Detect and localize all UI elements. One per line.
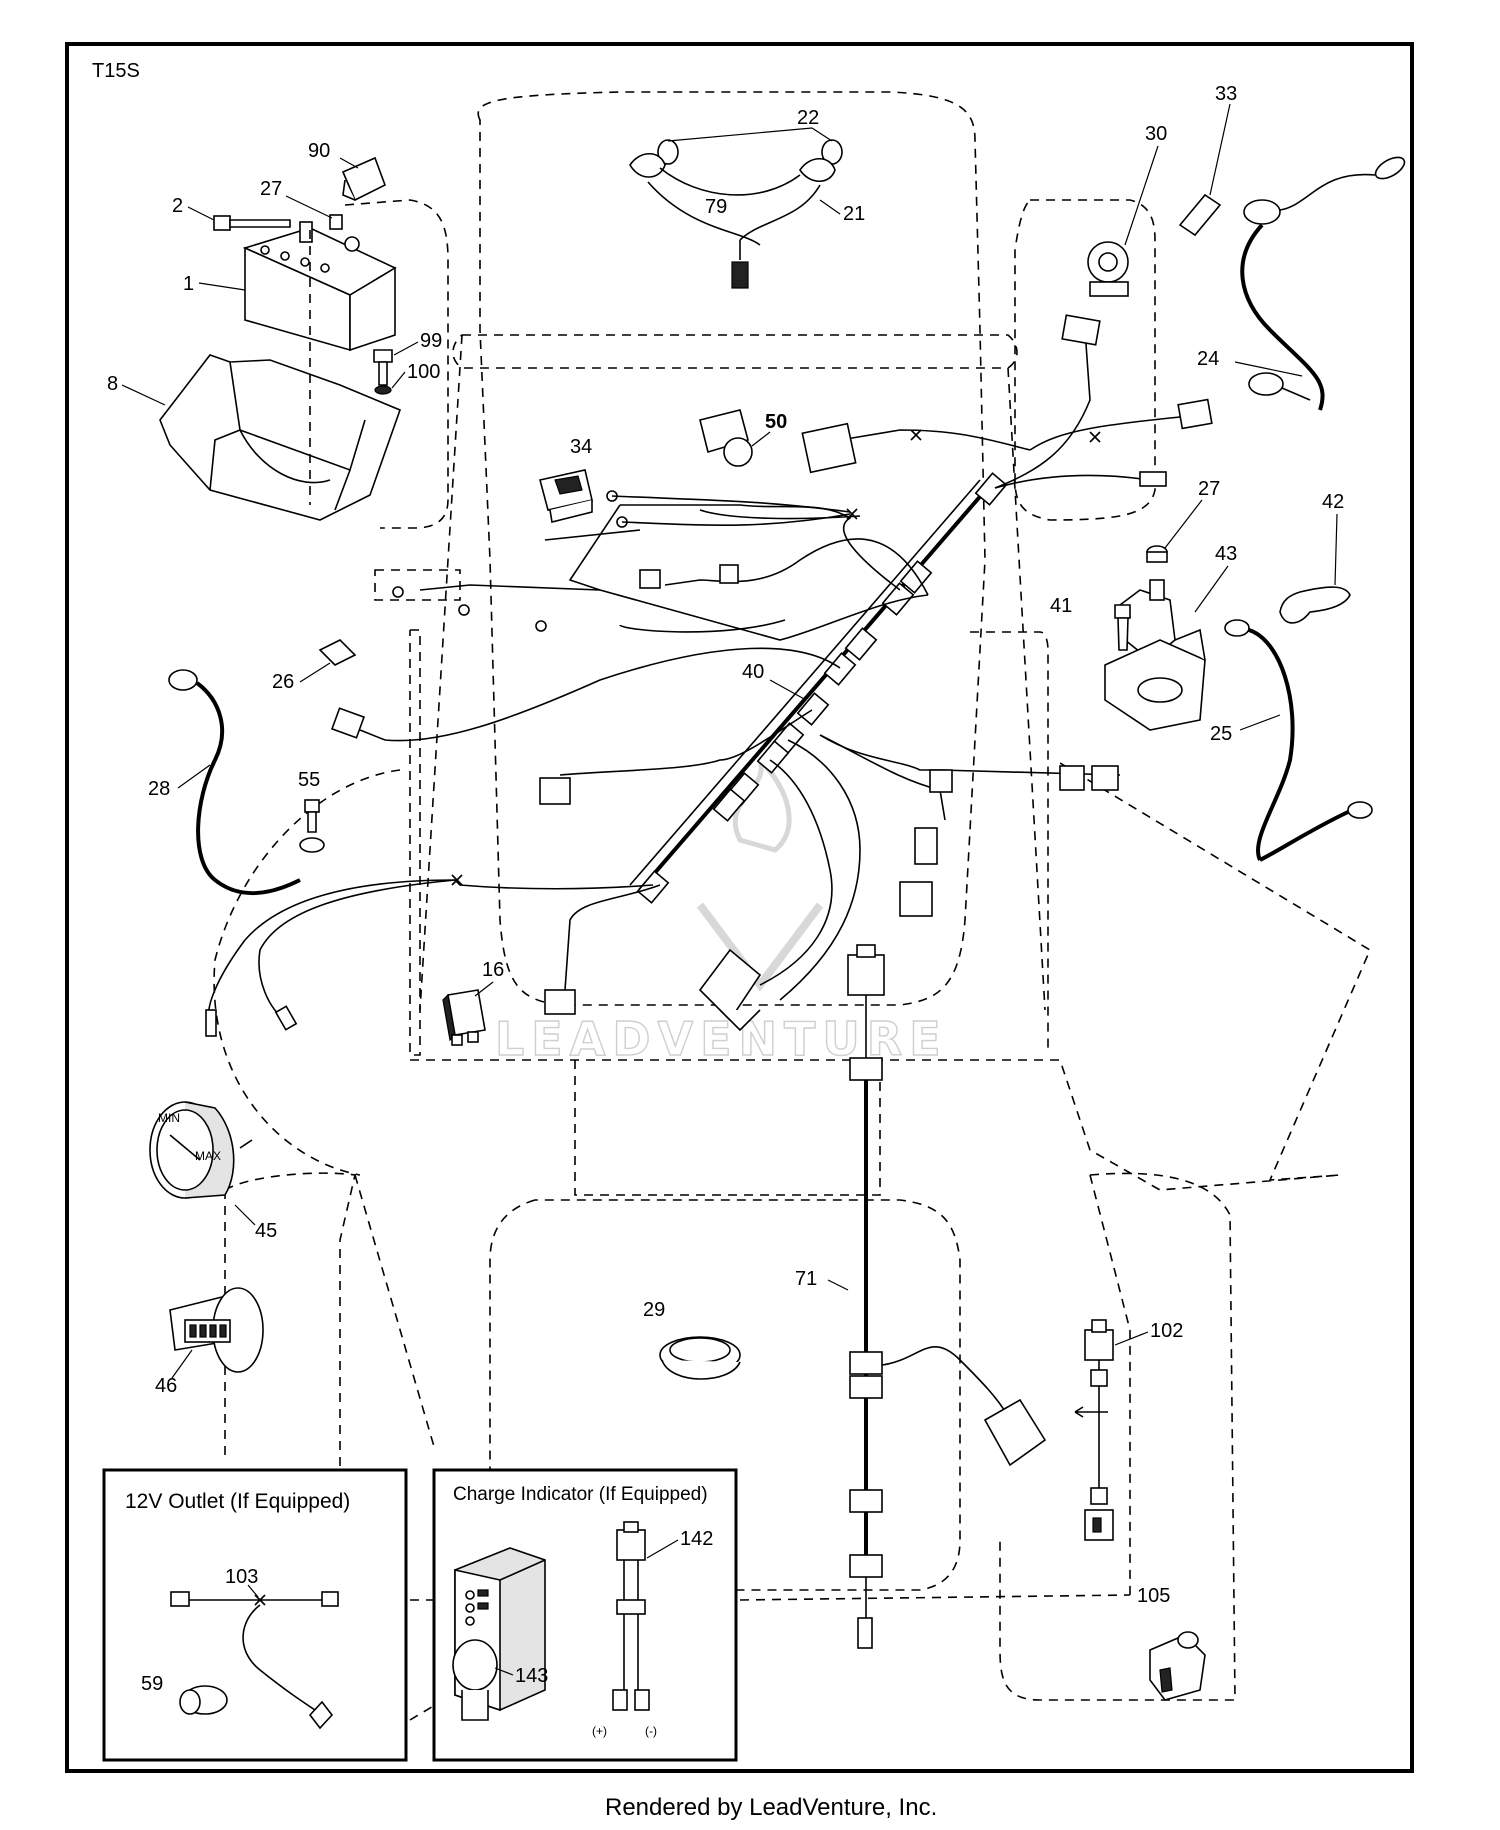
callout-27a: 27 [260, 178, 282, 200]
callout-29: 29 [643, 1299, 665, 1321]
inset-12v-outlet: 12V Outlet (If Equipped) 103 59 [102, 1468, 408, 1762]
inset-outlet-title: 12V Outlet (If Equipped) [125, 1490, 350, 1513]
callout-8: 8 [107, 373, 118, 395]
footer-credit: Rendered by LeadVenture, Inc. [605, 1794, 937, 1821]
callout-55: 55 [298, 769, 320, 791]
callout-100: 100 [407, 361, 440, 383]
charge-plus-label: (+) [592, 1724, 607, 1738]
svg-text:MIN: MIN [158, 1111, 180, 1125]
gauges: MIN MAX 45 46 [149, 1101, 277, 1397]
callout-90: 90 [308, 140, 330, 162]
callout-24: 24 [1197, 348, 1219, 370]
switches-34-50: 34 50 [539, 409, 851, 526]
main-harness-40 [205, 314, 1213, 1037]
inset-charge-title: Charge Indicator (If Equipped) [453, 1484, 708, 1505]
callout-142: 142 [680, 1528, 713, 1550]
inset-charge-indicator: Charge Indicator (If Equipped) 143 142 (… [432, 1468, 738, 1762]
callout-25: 25 [1210, 723, 1232, 745]
harness-71: 71 [795, 944, 1047, 1649]
callout-27b: 27 [1198, 478, 1220, 500]
callout-50: 50 [765, 411, 787, 433]
callout-33: 33 [1215, 83, 1237, 105]
charge-minus-label: (-) [645, 1724, 657, 1738]
diagram-frame [65, 42, 1414, 1773]
callout-79: 79 [705, 196, 727, 218]
callout-102: 102 [1150, 1320, 1183, 1342]
ignition-switch: 30 33 [1087, 83, 1237, 297]
callout-28: 28 [148, 778, 170, 800]
callout-30: 30 [1145, 123, 1167, 145]
grommet-29: 29 [643, 1299, 741, 1380]
callout-105: 105 [1137, 1585, 1170, 1607]
callout-45: 45 [255, 1220, 277, 1242]
callout-26: 26 [272, 671, 294, 693]
callout-99: 99 [420, 330, 442, 352]
callout-2: 2 [172, 195, 183, 217]
solenoid-group: 27 41 43 42 25 [1050, 478, 1373, 862]
module-105: 105 [1137, 1585, 1206, 1701]
relay-16: 16 [442, 959, 504, 1046]
callout-21: 21 [843, 203, 865, 225]
callout-43: 43 [1215, 543, 1237, 565]
harness-sleeves [636, 472, 1008, 904]
ground-cable-28: 26 28 55 [148, 639, 357, 896]
svg-text:MAX: MAX [195, 1149, 221, 1163]
battery-cable-24: 24 [1197, 156, 1406, 411]
callout-1: 1 [183, 273, 194, 295]
connector-102: 102 [1074, 1319, 1183, 1541]
callout-41: 41 [1050, 595, 1072, 617]
callout-143: 143 [515, 1665, 548, 1687]
callout-34: 34 [570, 436, 592, 458]
battery-group: 1 2 27 90 99 100 8 [107, 140, 442, 521]
callout-59: 59 [141, 1673, 163, 1695]
headlight-harness: 22 79 21 [629, 107, 865, 289]
callout-16: 16 [482, 959, 504, 981]
callout-46: 46 [155, 1375, 177, 1397]
callout-71: 71 [795, 1268, 817, 1290]
model-tag: T15S [92, 60, 140, 82]
callout-42: 42 [1322, 491, 1344, 513]
chassis-outlines [213, 91, 1372, 1721]
callout-103: 103 [225, 1566, 258, 1588]
callout-22: 22 [797, 107, 819, 129]
callout-40: 40 [742, 661, 764, 683]
